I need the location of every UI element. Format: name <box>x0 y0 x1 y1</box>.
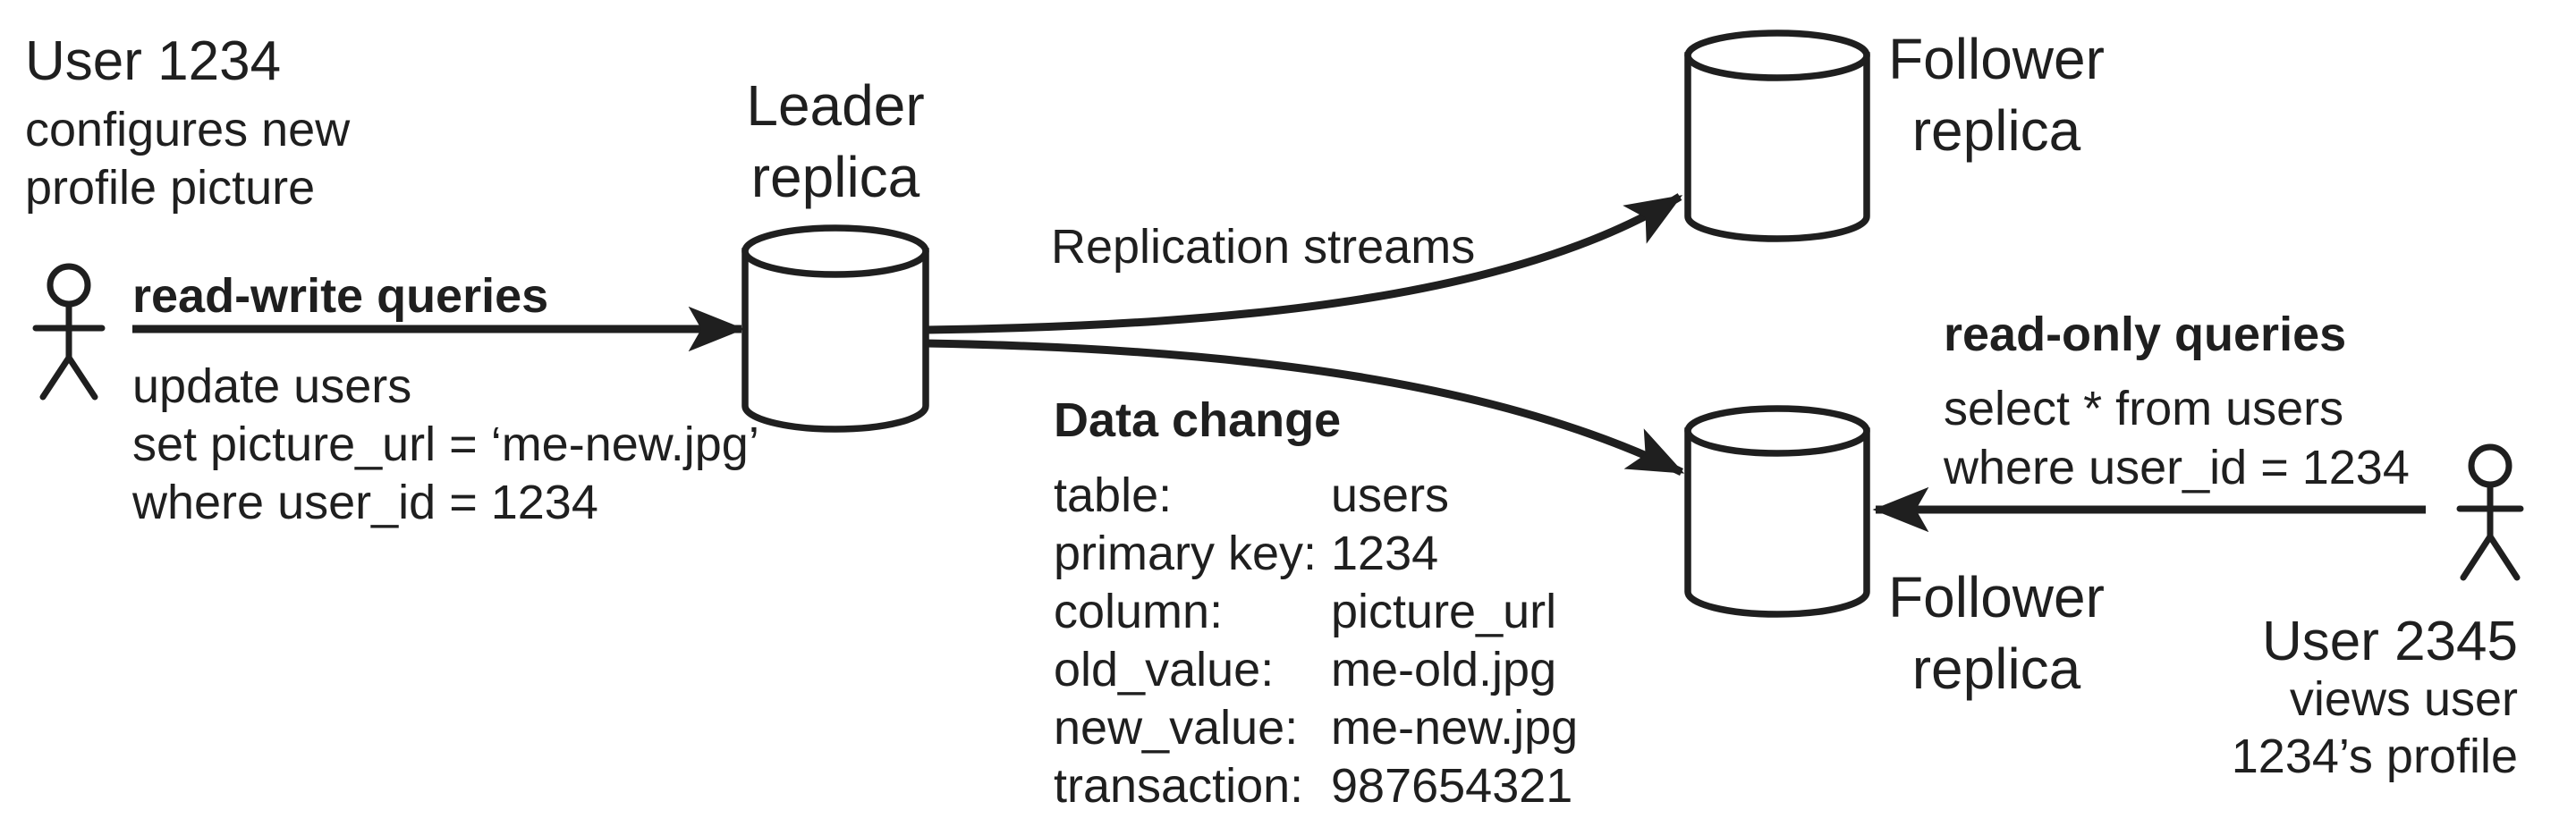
read-only-query-line2: where user_id = 1234 <box>1944 441 2410 494</box>
replication-streams-label: Replication streams <box>1051 220 1476 274</box>
read-only-query-line1: select * from users <box>1944 382 2344 435</box>
read-only-queries-label: read-only queries <box>1944 308 2347 361</box>
data-change-key: transaction: <box>1054 759 1304 813</box>
read-write-query-line2: set picture_url = ‘me-new.jpg’ <box>132 418 759 471</box>
data-change-key: column: <box>1054 585 1224 638</box>
data-change-row: old_value: me-old.jpg <box>1054 641 1578 699</box>
leader-replica-label-line1: Leader <box>746 73 925 138</box>
data-change-row: primary key:1234 <box>1054 525 1578 583</box>
replication-stream-arrow-top <box>925 193 1683 334</box>
follower-top-label-line1: Follower <box>1888 27 2105 91</box>
read-write-query-line1: update users <box>132 359 412 413</box>
follower-bottom-label-line2: replica <box>1911 637 2081 701</box>
right-user-subtitle-line1: views user <box>2289 672 2518 726</box>
read-only-query-text: select * from users where user_id = 1234 <box>1944 379 2410 497</box>
leader-replica-label-line2: replica <box>750 145 920 209</box>
data-change-value: picture_url <box>1331 585 1557 638</box>
follower-top-label-line2: replica <box>1911 98 2081 163</box>
follower-bottom-replica-label: Follower replica <box>1818 561 2175 705</box>
data-change-row: table: users <box>1054 467 1578 525</box>
replication-stream-arrow-bottom <box>925 339 1685 477</box>
right-user-title: User 2345 <box>2261 611 2518 672</box>
data-change-value: 987654321 <box>1331 759 1573 813</box>
follower-top-database-cylinder-icon <box>1684 30 1870 242</box>
follower-bottom-database-cylinder-icon <box>1684 405 1870 618</box>
data-change-table: table: users primary key:1234 column: pict… <box>1054 467 1578 815</box>
left-user-subtitle-line1: configures new <box>25 103 351 156</box>
right-user-annotation: User 2345 views user 1234’s profile <box>2160 612 2518 785</box>
user-1234-stick-figure-icon <box>32 263 106 401</box>
user-2345-stick-figure-icon <box>2456 443 2524 581</box>
data-change-value: users <box>1331 468 1450 522</box>
left-user-subtitle: configures new profile picture <box>25 101 350 217</box>
data-change-value: 1234 <box>1331 527 1439 580</box>
follower-top-replica-label: Follower replica <box>1818 23 2175 166</box>
read-write-queries-label: read-write queries <box>132 269 549 323</box>
data-change-key: new_value: <box>1054 701 1299 755</box>
follower-bottom-label-line1: Follower <box>1888 565 2105 629</box>
read-write-query-line3: where user_id = 1234 <box>132 476 598 529</box>
read-write-query-text: update users set picture_url = ‘me-new.j… <box>132 358 759 532</box>
data-change-row: new_value: me-new.jpg <box>1054 699 1578 757</box>
left-user-title: User 1234 <box>25 30 282 92</box>
data-change-row: column: picture_url <box>1054 583 1578 641</box>
right-user-subtitle-line2: 1234’s profile <box>2231 730 2518 783</box>
leader-replica-label: Leader replica <box>657 70 1014 213</box>
left-user-subtitle-line2: profile picture <box>25 161 316 215</box>
data-change-key: old_value: <box>1054 643 1275 696</box>
data-change-key: table: <box>1054 468 1173 522</box>
leader-database-cylinder-icon <box>741 224 929 433</box>
data-change-title: Data change <box>1054 393 1342 447</box>
data-change-value: me-old.jpg <box>1331 643 1557 696</box>
data-change-key: primary key: <box>1054 527 1318 580</box>
data-change-row: transaction: 987654321 <box>1054 757 1578 815</box>
data-change-value: me-new.jpg <box>1331 701 1579 755</box>
